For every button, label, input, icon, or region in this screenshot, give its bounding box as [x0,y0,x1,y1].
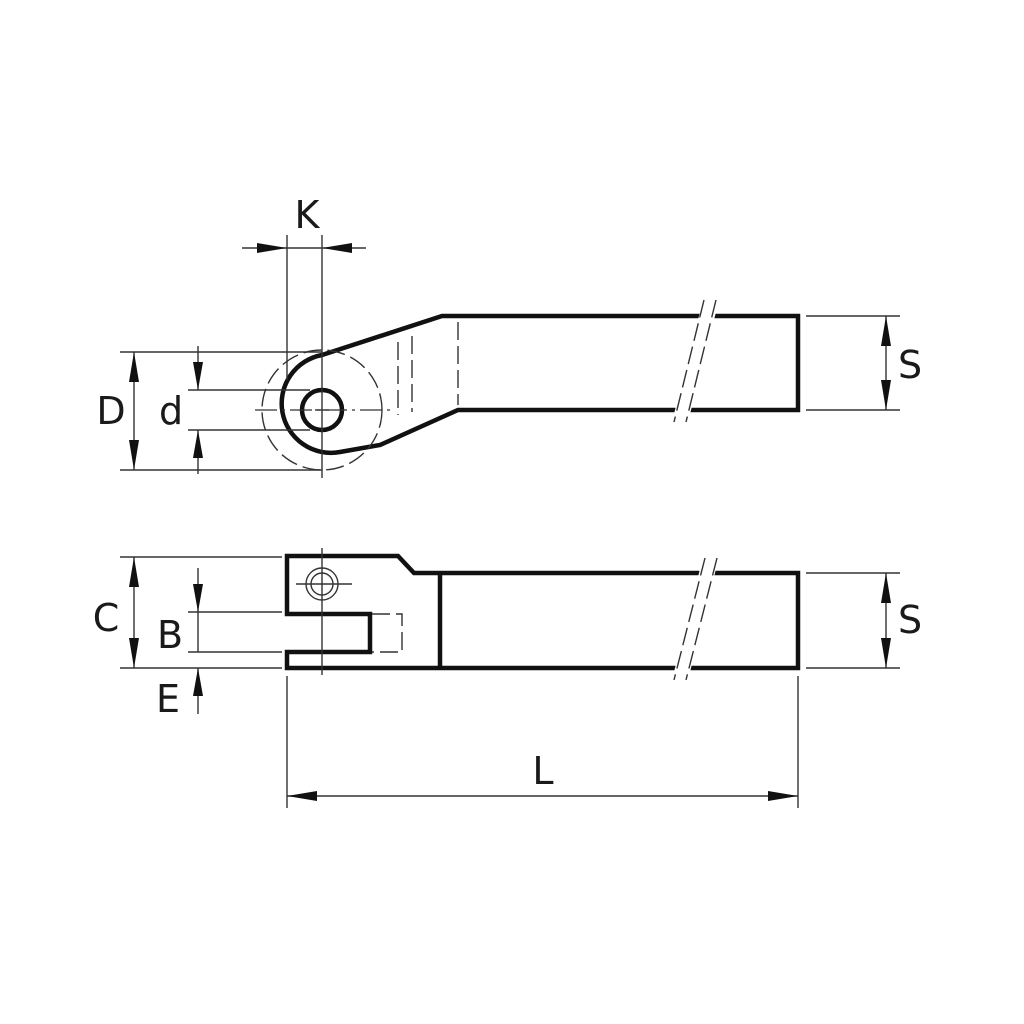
label-D: D [96,389,125,433]
L-arrow-right [768,791,798,801]
E-arrow [193,668,203,696]
bottom-view-break-mask [674,569,716,672]
C-arrow-top [129,557,139,587]
bottom-view [120,548,900,808]
s-bottom-arrow-bottom [881,638,891,668]
label-L: L [532,749,553,793]
top-view-break-mask [674,312,716,414]
d-arrow-bottom [193,430,203,458]
label-K: K [295,193,321,237]
k-arrow-left [257,243,287,253]
s-bottom-arrow-top [881,573,891,603]
label-S-top: S [898,343,922,387]
bottom-view-break-line-2 [685,557,718,681]
B-arrow-top [193,584,203,612]
label-C: C [93,596,120,640]
label-d: d [159,389,183,433]
label-E: E [156,677,180,721]
bottom-view-outline [284,553,801,671]
D-arrow-bottom [129,440,139,470]
s-top-arrow-top [881,316,891,346]
bottom-view-break-line-1 [673,557,706,681]
label-S-bottom: S [898,598,922,642]
D-arrow-top [129,352,139,382]
d-arrow-top [193,362,203,390]
s-top-arrow-bottom [881,380,891,410]
k-arrow-right [322,243,352,253]
top-view-outline [279,313,801,456]
top-view-break-line-1 [673,299,705,423]
bottom-view-hidden-slot [372,613,403,653]
C-arrow-bottom [129,638,139,668]
top-view-break-line-2 [685,299,717,423]
label-B: B [157,613,183,657]
top-view [120,235,900,478]
L-arrow-left [287,791,317,801]
